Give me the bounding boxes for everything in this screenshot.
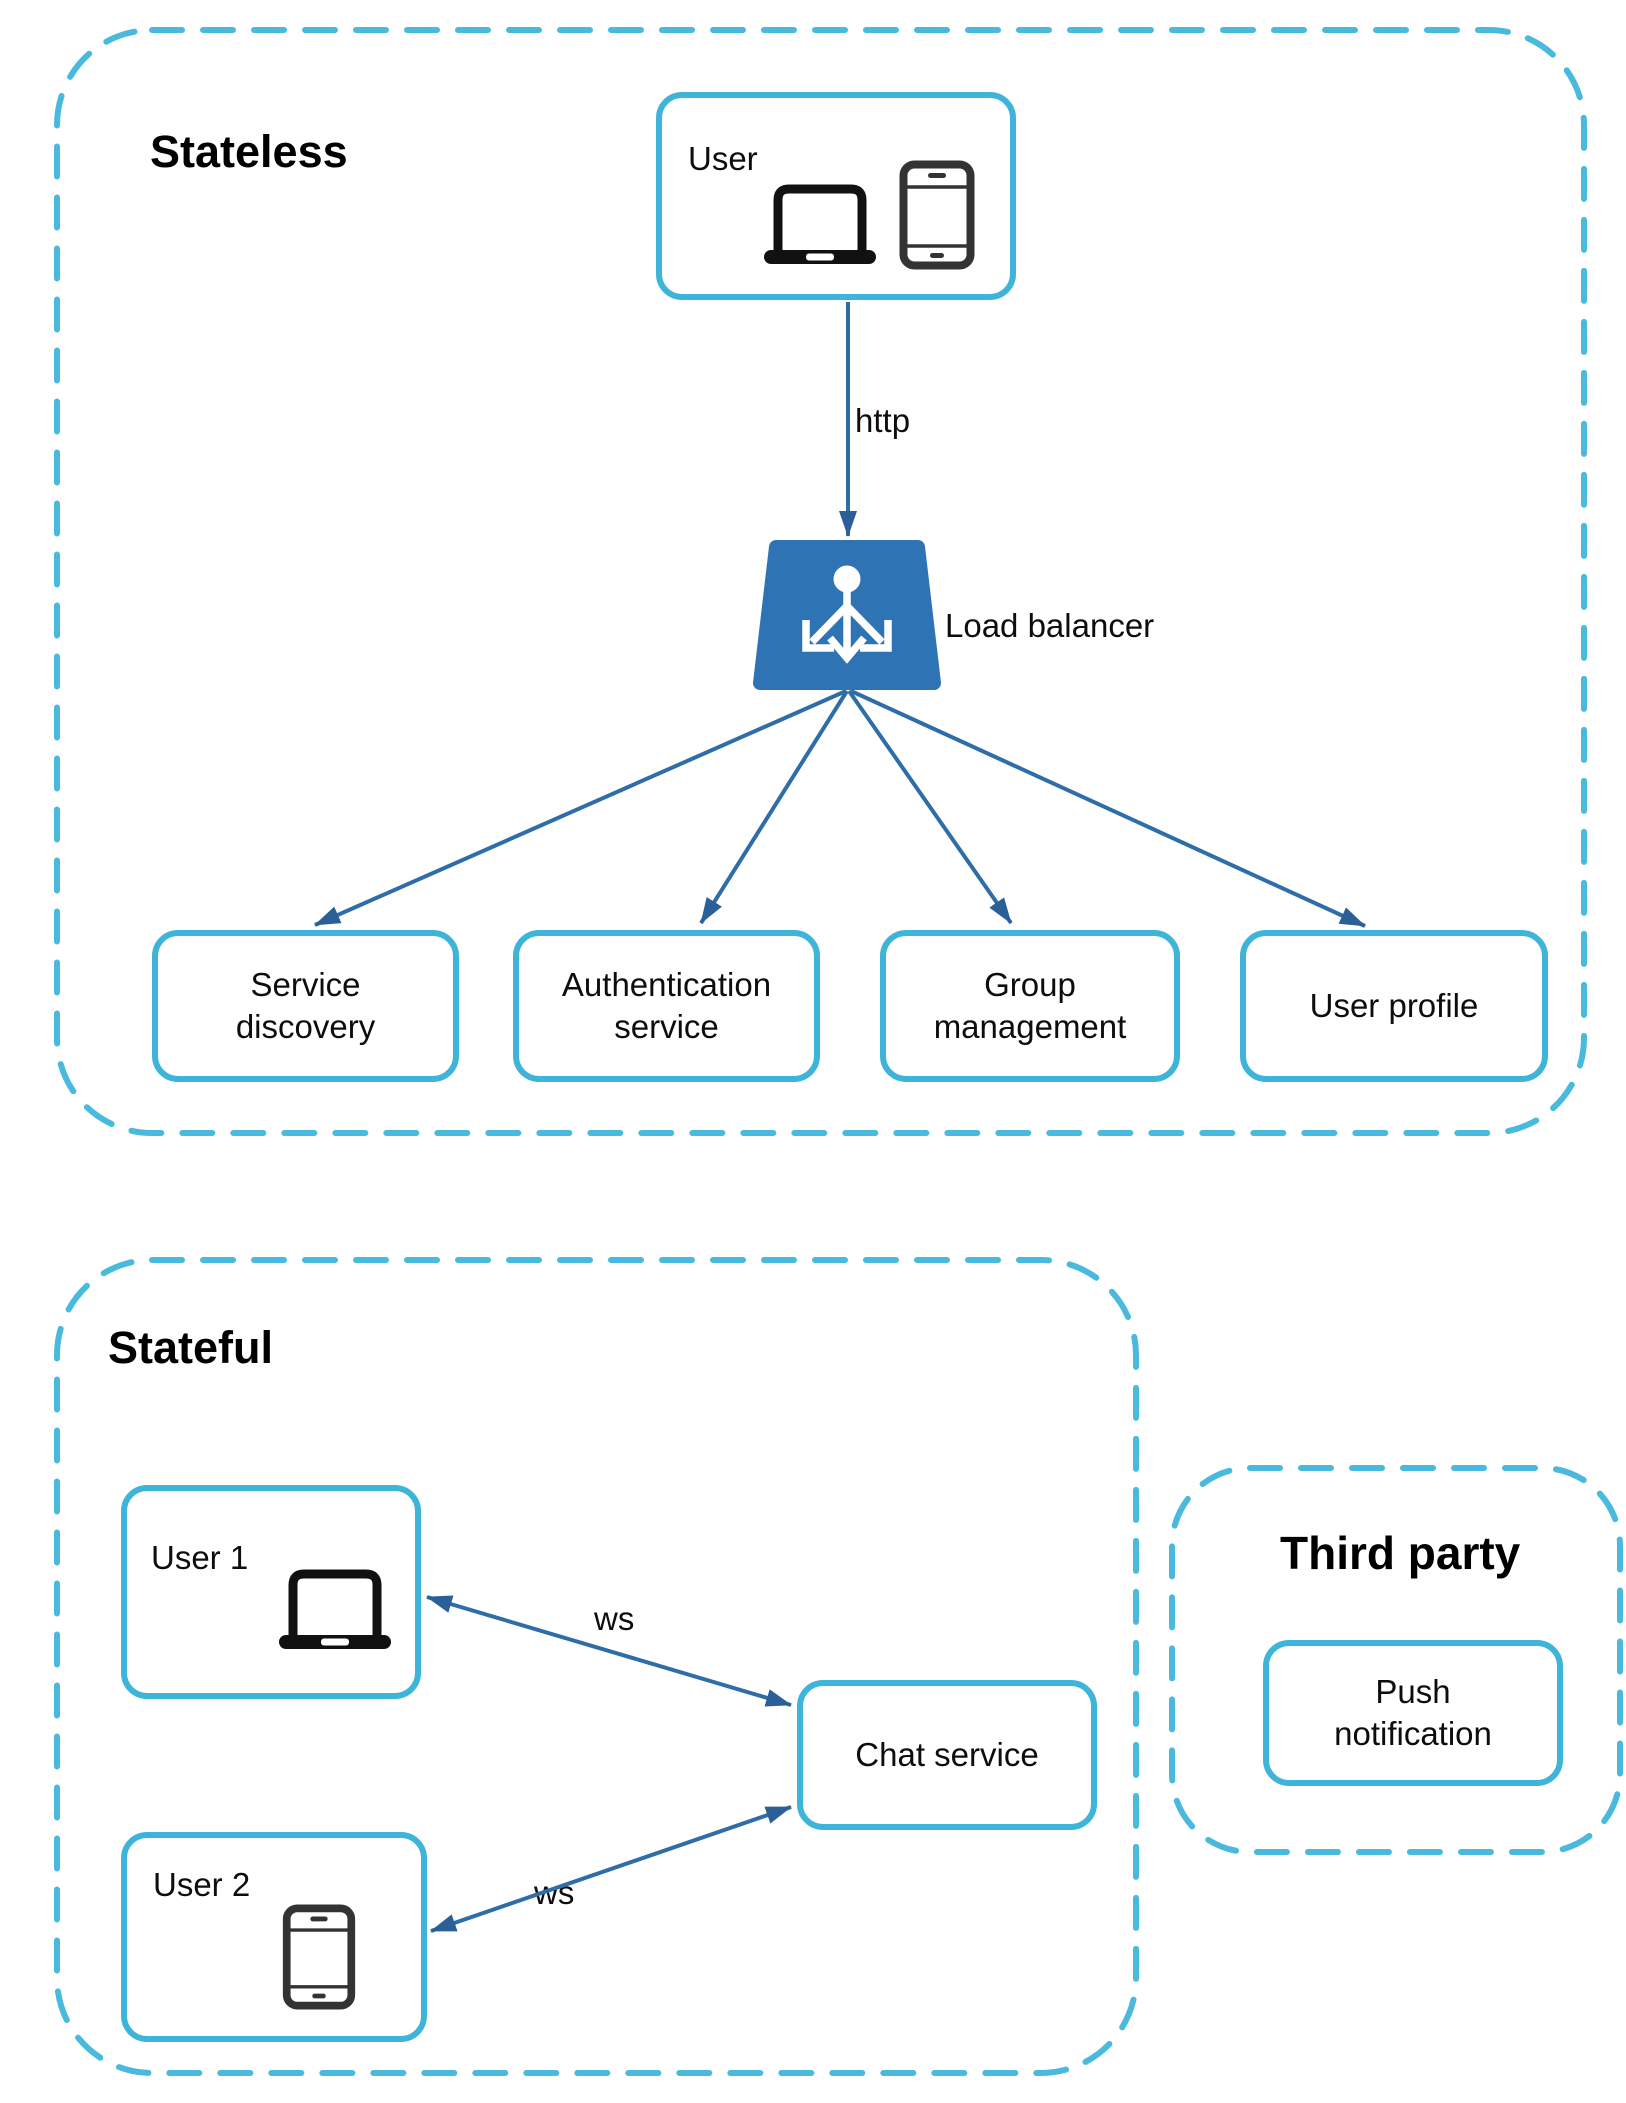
node-service-discovery: Service discovery	[152, 930, 459, 1082]
edge-label-ws-user2: ws	[534, 1874, 575, 1911]
node-load-balancer-label: Load balancer	[945, 607, 1155, 644]
arrow-user2-chat-service	[430, 1805, 792, 1933]
section-title-stateless: Stateless	[150, 126, 348, 177]
node-chat-service-label: Chat service	[855, 1735, 1039, 1773]
section-title-third-party: Third party	[1280, 1527, 1521, 1579]
node-authentication-service: Authentication service	[513, 930, 820, 1082]
load-balancer-icon	[753, 540, 941, 690]
node-group-management-label: Group management	[933, 965, 1127, 1045]
node-user-label: User	[688, 140, 758, 177]
smartphone-icon	[282, 1904, 356, 2010]
arrow-lb-to-authentication-service	[699, 689, 849, 925]
edge-label-http: http	[855, 402, 911, 439]
node-push-notification-label: Push notification	[1334, 1672, 1492, 1752]
arrow-lb-to-group-management	[847, 689, 1013, 925]
laptop-icon	[764, 184, 876, 264]
node-push-notification: Push notification	[1263, 1640, 1563, 1786]
node-user-profile-label: User profile	[1309, 986, 1479, 1024]
edge-label-ws-user1: ws	[594, 1600, 635, 1637]
node-authentication-service-label: Authentication service	[561, 965, 772, 1045]
smartphone-icon	[899, 160, 975, 270]
node-user-profile: User profile	[1240, 930, 1548, 1082]
section-title-stateful: Stateful	[108, 1322, 274, 1373]
node-user: User	[656, 92, 1016, 300]
node-user-1: User 1	[121, 1485, 421, 1699]
node-user-2-label: User 2	[153, 1866, 251, 1903]
node-chat-service: Chat service	[797, 1680, 1097, 1830]
laptop-icon	[279, 1569, 391, 1649]
node-service-discovery-label: Service discovery	[235, 965, 376, 1045]
node-group-management: Group management	[880, 930, 1180, 1082]
node-user-2: User 2	[121, 1832, 427, 2042]
node-user-1-label: User 1	[151, 1539, 249, 1576]
arrow-lb-to-user-profile	[850, 689, 1366, 928]
arrow-lb-to-service-discovery	[314, 689, 847, 927]
